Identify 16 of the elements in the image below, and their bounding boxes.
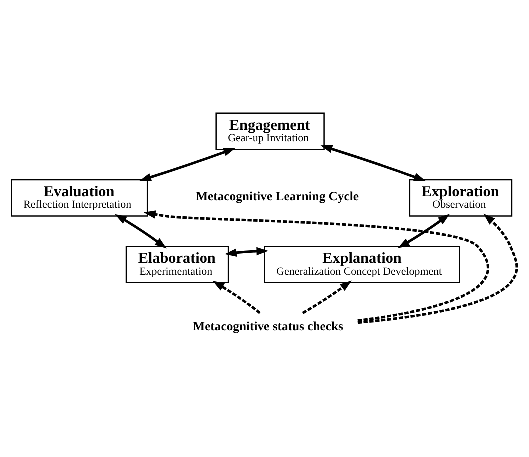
arrow (302, 280, 352, 314)
arrow (115, 214, 167, 249)
node-text: Metacognitive status checks (193, 320, 344, 334)
label: Metacognitive Learning Cycle (196, 189, 359, 204)
node-box: Elaboration Experimentation (126, 246, 230, 284)
arrow (358, 214, 518, 324)
node-box: Engagement Gear-up Invitation (216, 112, 325, 150)
arrow (212, 281, 261, 314)
arrow (140, 148, 236, 182)
arrow (144, 210, 490, 322)
arrow (398, 214, 450, 248)
arrow (224, 247, 269, 258)
node-box: Evaluation Reflection Interpretation (11, 179, 148, 217)
arrow (320, 145, 426, 182)
node-box: Exploration Observation (409, 179, 513, 217)
node-box: Explanation Generalization Concept Development (264, 246, 460, 284)
